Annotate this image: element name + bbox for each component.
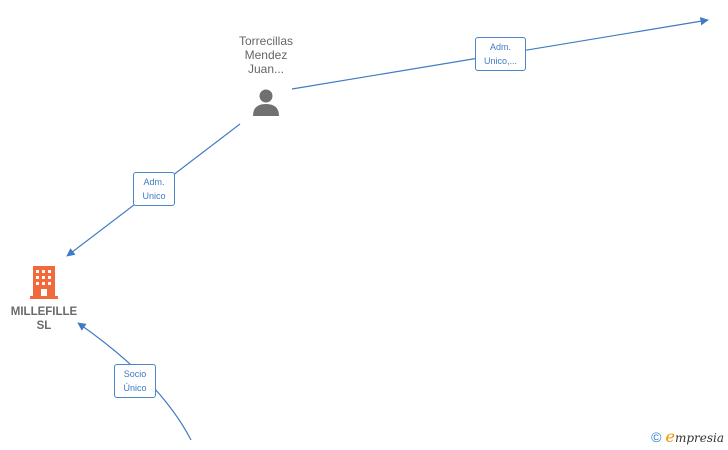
person-icon[interactable] [253, 89, 279, 117]
person-name-label[interactable]: Torrecillas Mendez Juan... [226, 34, 306, 76]
person-name-line-3: Juan... [247, 62, 285, 76]
edge-label-socio-company-line-1: Socio [123, 369, 147, 379]
edge-label-person-company-line-2: Unico [142, 191, 166, 201]
edge-label-person-out-line-2: Unico,... [483, 56, 517, 66]
company-name-line-2: SL [36, 320, 52, 332]
edge-label-person-company[interactable]: Adm. Unico [133, 172, 175, 206]
company-name-label[interactable]: MILLEFILLE SL [4, 305, 84, 333]
copyright-icon: © [651, 428, 662, 445]
company-name-line-1: MILLEFILLE [10, 306, 78, 318]
person-name-line-1: Torrecillas [238, 34, 293, 48]
building-icon[interactable] [30, 266, 58, 299]
edge-label-socio-company[interactable]: Socio Único [114, 364, 156, 398]
empresia-watermark: © empresia [651, 427, 724, 446]
person-name-line-2: Mendez [244, 48, 288, 62]
edge-label-socio-company-line-2: Único [123, 383, 147, 393]
edge-label-person-company-line-1: Adm. [143, 177, 165, 187]
edge-label-person-out[interactable]: Adm. Unico,... [475, 37, 526, 71]
edge-label-person-out-line-1: Adm. [489, 42, 511, 52]
empresia-logo: empresia [665, 427, 724, 446]
